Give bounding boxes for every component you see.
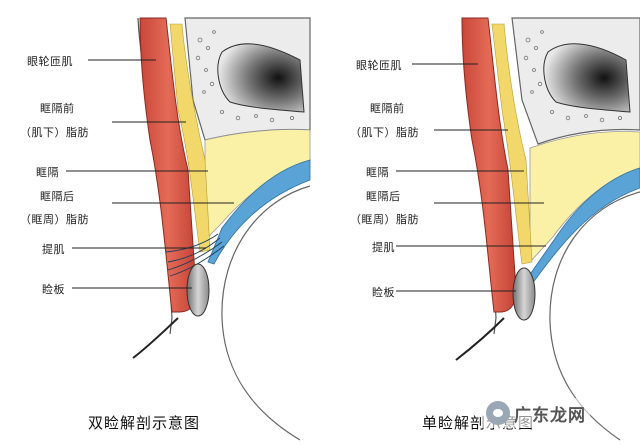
left-eyelash (132, 317, 179, 359)
right-label-postseptal-2: （眶周）脂肪 (350, 213, 419, 226)
right-label-levator: 提肌 (372, 241, 395, 254)
left-label-septum: 眶隔 (36, 166, 59, 179)
right-label-postseptal-1: 眶隔后 (366, 190, 401, 203)
right-tarsus (512, 267, 536, 321)
left-label-preseptal-2: （肌下）脂肪 (20, 126, 89, 139)
left-label-orbicularis: 眼轮匝肌 (27, 55, 73, 68)
left-label-levator: 提肌 (42, 243, 65, 256)
left-caption: 双睑解剖示意图 (88, 414, 201, 432)
right-orbicularis-muscle (461, 17, 517, 313)
left-bone-socket (217, 43, 305, 113)
right-bone-socket (543, 43, 631, 113)
left-tarsus (186, 263, 210, 317)
right-eyelash (455, 317, 505, 361)
right-postseptal-fat (529, 131, 640, 264)
left-septum (169, 23, 211, 253)
right-label-septum: 眶隔 (366, 166, 389, 179)
right-label-tarsus: 睑板 (372, 286, 395, 299)
left-orbicularis-muscle (139, 17, 197, 313)
left-bone-pores (195, 30, 294, 123)
chat-bubble-icon (486, 401, 510, 425)
right-bone-pores (523, 30, 623, 123)
left-label-tarsus: 睑板 (42, 283, 65, 296)
right-septum (491, 23, 533, 265)
watermark: 广东龙网 (482, 398, 590, 428)
left-levator (207, 159, 311, 265)
right-anatomy (396, 17, 640, 441)
left-label-postseptal-1: 眶隔后 (40, 190, 75, 203)
left-leader-lines (66, 59, 234, 289)
left-label-preseptal-1: 眶隔前 (40, 102, 75, 115)
right-label-orbicularis: 眼轮匝肌 (356, 59, 402, 72)
watermark-text: 广东龙网 (514, 405, 586, 426)
right-label-preseptal-2: （肌下）脂肪 (350, 126, 419, 139)
left-eyeball (221, 185, 311, 441)
right-leader-lines (396, 63, 546, 292)
left-levator-fibers (165, 233, 225, 277)
right-label-preseptal-1: 眶隔前 (370, 102, 405, 115)
left-anatomy (66, 17, 311, 441)
left-label-postseptal-2: （眶周）脂肪 (20, 213, 89, 226)
